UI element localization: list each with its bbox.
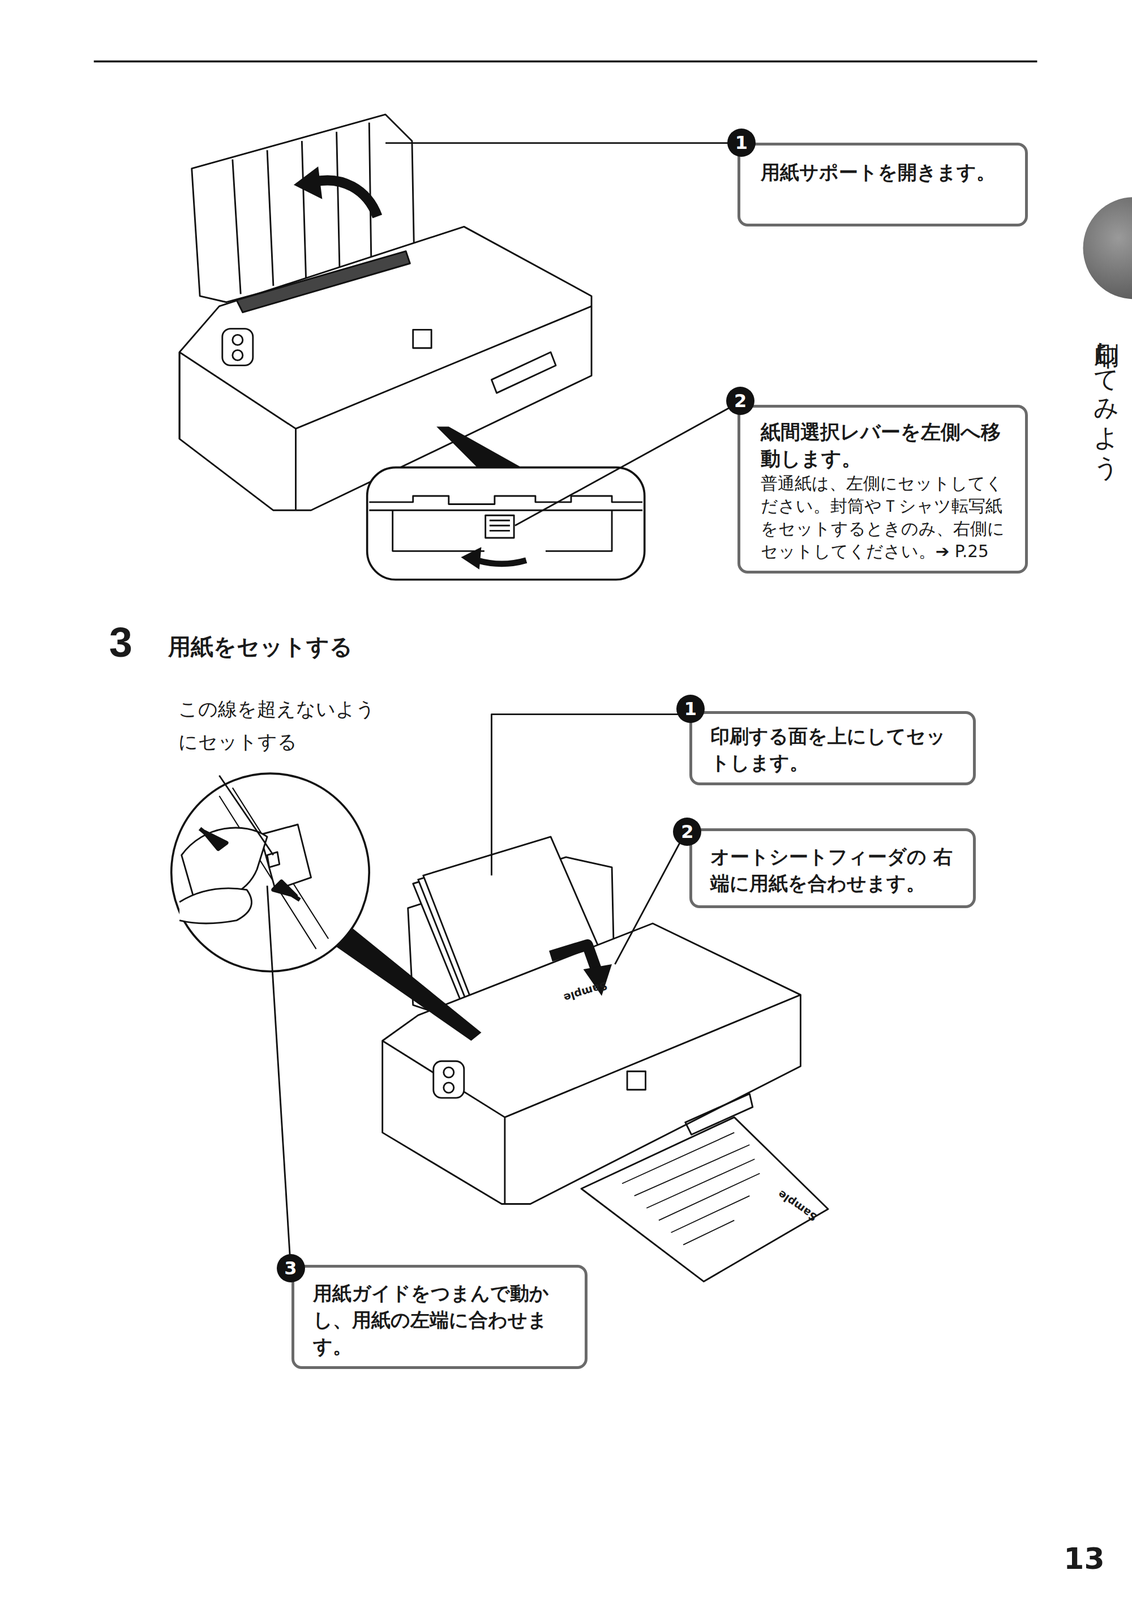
callout-number: 2 xyxy=(726,386,755,415)
leader-line xyxy=(491,714,690,876)
finger xyxy=(179,888,252,924)
lever-hatch xyxy=(489,520,510,531)
callout-text: 用紙サポートを開きます。 xyxy=(760,159,1018,186)
leader-line xyxy=(267,885,291,1268)
arrow-head xyxy=(293,166,323,200)
button xyxy=(232,334,243,345)
feed-slot xyxy=(236,251,410,313)
button xyxy=(443,1082,454,1093)
callout-box: オートシートフィーダの 右端に用紙を合わせます。 xyxy=(689,828,976,908)
callout-number: 1 xyxy=(676,694,705,723)
chapter-label: 印刷してみよう xyxy=(1094,324,1119,466)
pinch-arrow xyxy=(273,881,300,900)
page-number: 13 xyxy=(1063,1541,1105,1576)
callout-text: 印刷する面を上にしてセットします。 xyxy=(710,722,966,776)
callout-note: 普通紙は、左側にセットしてください。封筒やＴシャツ転写紙をセットするときのみ、右… xyxy=(760,472,1018,563)
note-label: この線を超えないようにセットする xyxy=(178,692,388,758)
leader-line xyxy=(515,406,733,526)
button xyxy=(232,349,243,360)
printed-sheet xyxy=(581,1116,829,1281)
button xyxy=(443,1066,454,1078)
callout-box: 用紙サポートを開きます。 xyxy=(737,142,1029,227)
paper-guide xyxy=(259,824,311,890)
step-number: 3 xyxy=(109,618,133,667)
leader-line xyxy=(385,142,738,144)
logo-mark xyxy=(627,1070,646,1089)
open-arrow xyxy=(314,180,378,217)
zoom-wedge xyxy=(436,426,526,470)
callout-number: 1 xyxy=(727,128,756,157)
callout-text: 用紙ガイドをつまんで動かし、用紙の左端に合わせます。 xyxy=(312,1279,579,1360)
pinch-arrow xyxy=(199,828,227,849)
zoom-inset xyxy=(367,467,645,580)
leader-line xyxy=(219,775,273,856)
output-slot xyxy=(491,352,556,393)
callout-number: 2 xyxy=(672,817,702,846)
gap-lever xyxy=(485,515,514,538)
callout-box: 用紙ガイドをつまんで動かし、用紙の左端に合わせます。 xyxy=(291,1264,588,1369)
callout-box: 紙間選択レバーを左側へ移動します。普通紙は、左側にセットしてください。封筒やＴシ… xyxy=(737,404,1029,573)
leader-line xyxy=(614,830,686,964)
control-panel xyxy=(433,1060,465,1098)
chapter-tab xyxy=(1083,196,1132,299)
callout-box: 印刷する面を上にしてセットします。 xyxy=(689,710,976,786)
section-heading: 用紙をセットする xyxy=(168,631,353,663)
print-lines xyxy=(622,1132,760,1245)
arrow-head xyxy=(460,546,482,570)
callout-text: 紙間選択レバーを左側へ移動します。 xyxy=(760,418,1018,473)
header-rule xyxy=(93,60,1038,63)
callout-text: オートシートフィーダの 右端に用紙を合わせます。 xyxy=(710,843,966,897)
control-panel xyxy=(222,328,254,366)
callout-number: 3 xyxy=(276,1253,306,1282)
zoom-wedge xyxy=(336,928,482,1041)
logo-mark xyxy=(413,329,432,348)
lever-arrow xyxy=(477,560,526,564)
inset-detail xyxy=(369,495,643,551)
